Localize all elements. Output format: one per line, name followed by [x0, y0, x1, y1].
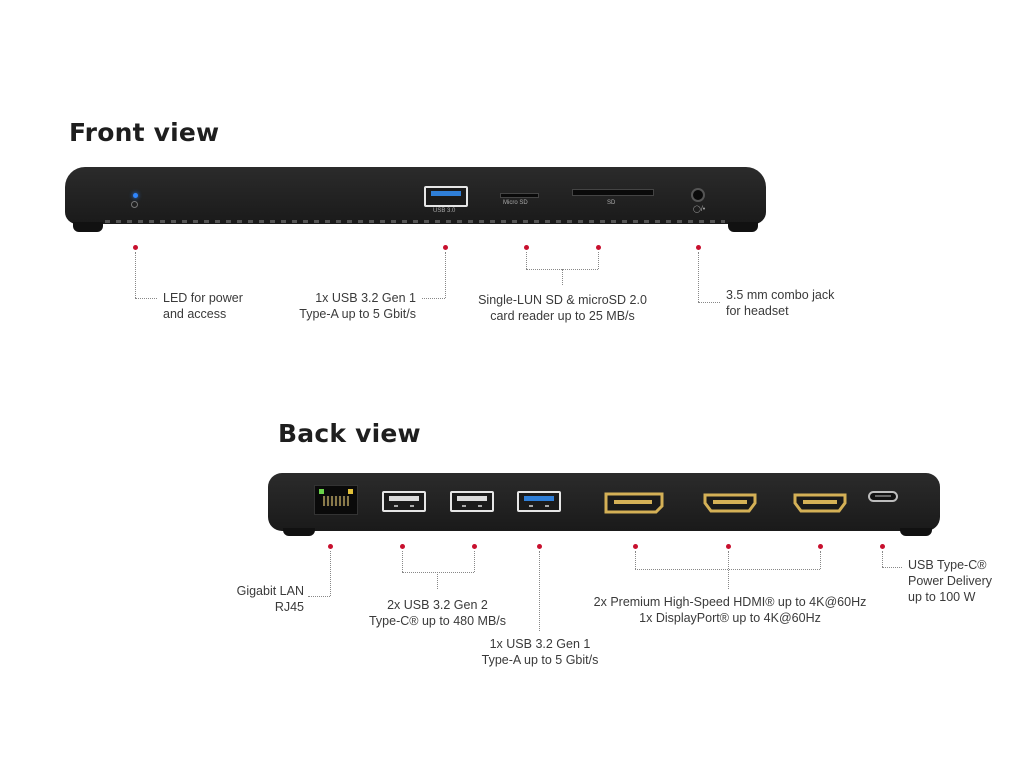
back-view-heading: Back view: [278, 419, 421, 448]
sd-slot: [572, 189, 654, 196]
hdmi-port-2: [793, 493, 847, 513]
usb2-leader-right: [474, 551, 475, 572]
headset-icon: ◯/•: [693, 206, 706, 213]
card-leader-stem: [562, 269, 563, 285]
led-leader-h: [135, 298, 157, 299]
usb2-leader-left: [402, 551, 403, 572]
lan-leader-h: [308, 596, 330, 597]
sd-marker: [596, 245, 601, 250]
front-usb-a-port: [424, 186, 468, 207]
power-icon: [131, 201, 138, 208]
front-device-body: [65, 167, 766, 224]
back-right-foot: [900, 528, 932, 536]
video-leader-h: [635, 569, 820, 570]
back-usb-a-blue-port: [517, 491, 561, 512]
pd-marker: [880, 544, 885, 549]
led-marker: [133, 245, 138, 250]
usb2-marker-2: [472, 544, 477, 549]
usb2-leader-stem: [437, 572, 438, 589]
hdmi-marker-1: [726, 544, 731, 549]
hdmi-marker-2: [818, 544, 823, 549]
pd-leader-h: [882, 567, 902, 568]
hdmi-port-1: [703, 493, 757, 513]
microsd-slot: [500, 193, 539, 198]
microsd-marker: [524, 245, 529, 250]
front-left-foot: [73, 222, 103, 232]
audio-marker: [696, 245, 701, 250]
front-usb-leader-h: [422, 298, 445, 299]
displayport-marker: [633, 544, 638, 549]
pd-leader-v: [882, 551, 883, 567]
front-right-foot: [728, 222, 758, 232]
sd-slot-label: SD: [607, 200, 616, 206]
power-led: [133, 193, 138, 198]
usb2-leader-h: [402, 572, 474, 573]
microsd-slot-label: Micro SD: [503, 200, 528, 206]
back-usb-a-port-1: [382, 491, 426, 512]
usb-c-port: [868, 491, 898, 502]
back-left-foot: [283, 528, 315, 536]
rj45-port: [314, 485, 358, 515]
front-view-heading: Front view: [69, 118, 220, 147]
audio-jack: [691, 188, 705, 202]
back-usb-a-port-2: [450, 491, 494, 512]
front-usb-port-label: USB 3.0: [433, 208, 456, 214]
displayport-port: [604, 492, 664, 514]
card-leader-left: [526, 252, 527, 269]
usb2-marker-1: [400, 544, 405, 549]
usb1-leader-v: [539, 551, 540, 631]
front-usb-marker: [443, 245, 448, 250]
video-leader-right: [820, 551, 821, 569]
video-callout: 2x Premium High-Speed HDMI® up to 4K@60H…: [593, 595, 867, 625]
audio-leader-v: [698, 252, 699, 302]
video-leader-left: [635, 551, 636, 569]
led-leader-v: [135, 252, 136, 298]
video-leader-mid: [728, 551, 729, 589]
front-vent-grille: [105, 220, 725, 223]
front-usb-leader-v: [445, 252, 446, 298]
usb1-marker: [537, 544, 542, 549]
lan-marker: [328, 544, 333, 549]
audio-leader-h: [698, 302, 720, 303]
card-leader-right: [598, 252, 599, 269]
lan-leader-v: [330, 551, 331, 596]
